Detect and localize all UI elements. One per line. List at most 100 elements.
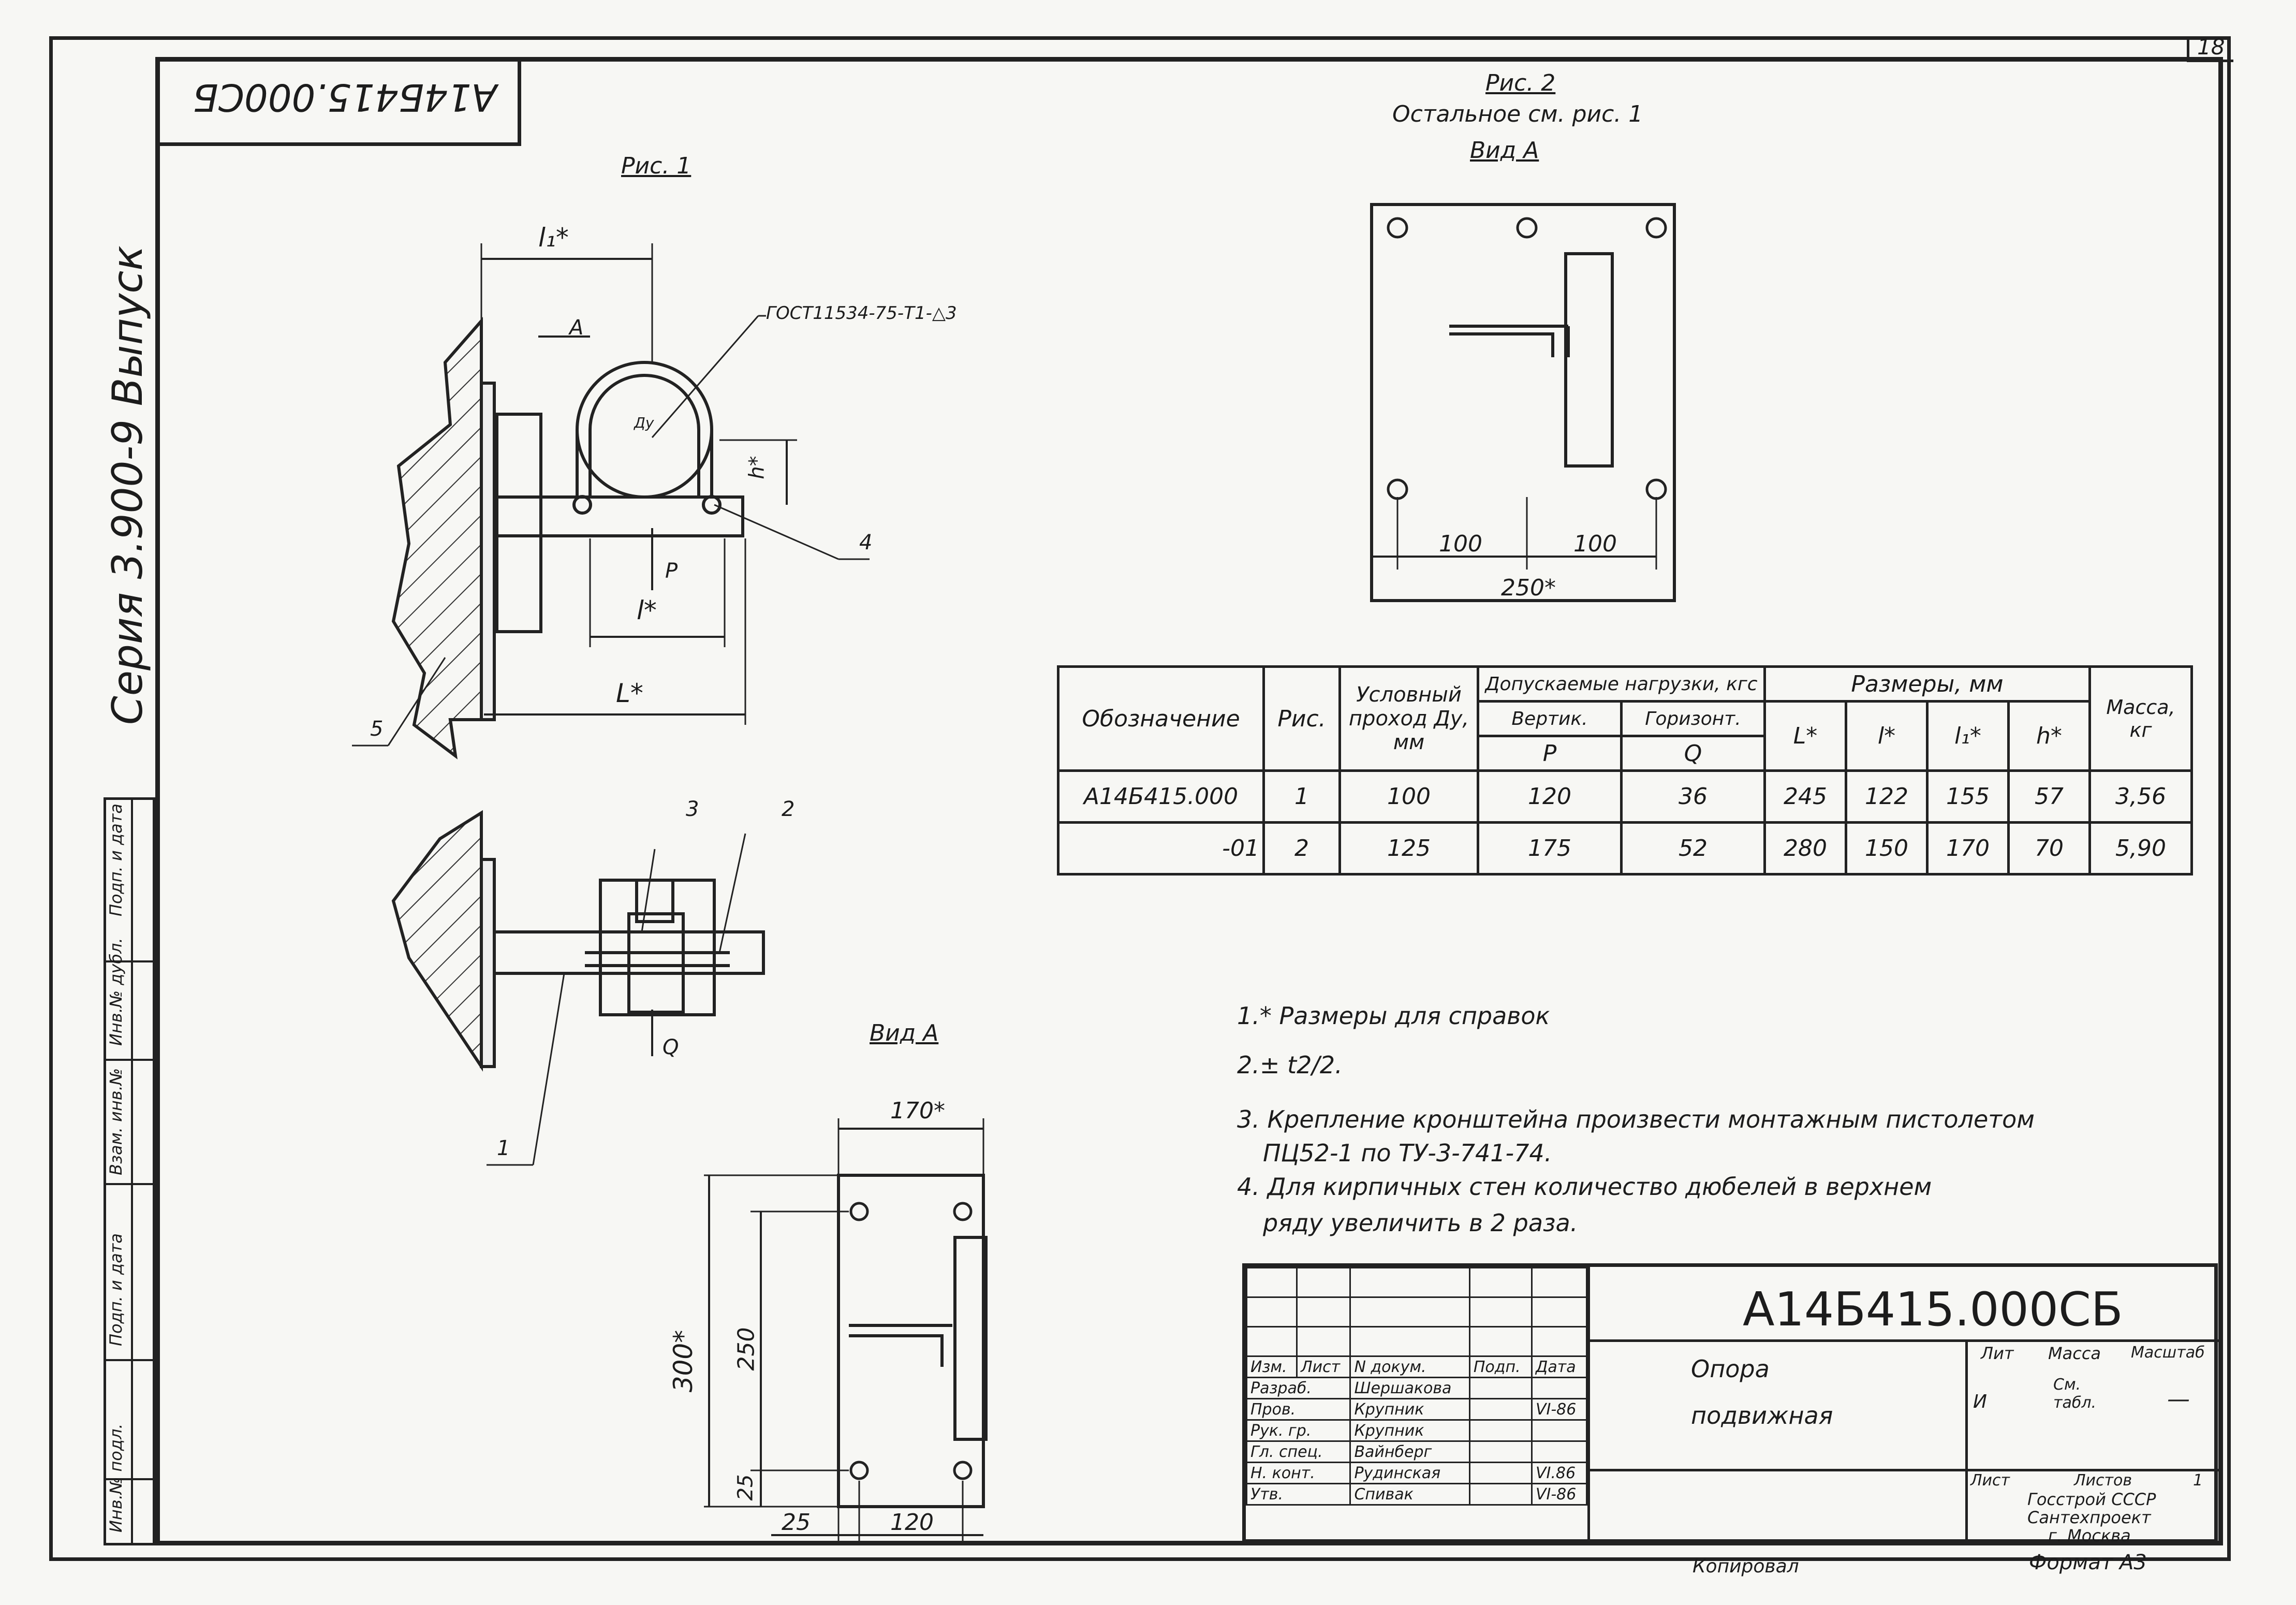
fig1-callout-3: 3 xyxy=(686,797,699,821)
th-h: h* xyxy=(2007,700,2091,772)
note-4b: рядy увеличить в 2 раза. xyxy=(1263,1209,1578,1237)
title-block-roles: Изм. Лист N докум. Подп. Дата Разраб.Шер… xyxy=(1245,1267,1588,1506)
tb-scale-value: — xyxy=(2167,1386,2190,1412)
note-1: 1.* Размеры для справок xyxy=(1237,1002,1550,1030)
th-nominal: Условный проход Ду, мм xyxy=(1338,665,1479,772)
cell-q: 36 xyxy=(1620,769,1766,824)
role-date xyxy=(1530,1419,1588,1442)
viewa-dim-width: 170* xyxy=(890,1098,945,1124)
col-doc: N докум. xyxy=(1349,1355,1470,1378)
fig1-callout-4: 4 xyxy=(859,531,873,555)
role-name: Рудинская xyxy=(1349,1462,1470,1484)
role-label: Пров. xyxy=(1245,1398,1351,1421)
side-stamp xyxy=(104,797,155,1545)
inner-frame xyxy=(155,57,2223,1545)
sheet-number-box xyxy=(2187,36,2233,62)
sheet-number: 18 xyxy=(2197,34,2225,60)
role-label: Гл. спец. xyxy=(1245,1440,1351,1463)
tb-lit-label: Лит xyxy=(1981,1344,2014,1363)
th-mass: Масса, кг xyxy=(2088,665,2193,772)
tb-divider-v xyxy=(1587,1267,1590,1539)
col-list: Лист xyxy=(1296,1355,1351,1378)
outer-frame xyxy=(49,36,2231,1561)
table-row: -01 2 125 175 52 280 150 170 70 5,90 xyxy=(1057,821,2193,876)
note-3: 3. Крепление кронштейна произвести монта… xyxy=(1237,1105,2035,1133)
role-date: VI-86 xyxy=(1530,1398,1588,1421)
cell-L: 245 xyxy=(1763,769,1847,824)
th-loads: Допускаемые нагрузки, кгс xyxy=(1477,665,1766,703)
footer-copied: Копировал xyxy=(1692,1556,1799,1577)
spec-table: Обозначение Рис. Условный проход Ду, мм … xyxy=(1057,665,2193,876)
th-q: Q xyxy=(1620,735,1766,772)
tb-name-2: подвижная xyxy=(1691,1402,1833,1429)
viewa-dim-25v: 25 xyxy=(733,1474,758,1501)
fig1-load-p: P xyxy=(665,559,678,583)
role-date xyxy=(1530,1377,1588,1399)
note-3b: ПЦ52-1 по ТУ-3-741-74. xyxy=(1263,1139,1552,1167)
tb-name-1: Опора xyxy=(1691,1355,1770,1383)
tb-divider-h2 xyxy=(1587,1469,2219,1471)
tb-scale-label: Масштаб xyxy=(2131,1344,2205,1362)
col-date: Дата xyxy=(1530,1355,1588,1378)
th-horiz: Горизонт. xyxy=(1620,700,1766,737)
viewa-dim-height: 300* xyxy=(668,1330,699,1393)
fig1-wall-hatch xyxy=(391,317,483,760)
tb-sheet-label: Лист xyxy=(1970,1471,2010,1490)
tb-org-1: Госстрой СССР xyxy=(2027,1490,2156,1509)
cell-designation: А14Б415.000 xyxy=(1057,769,1265,824)
tb-org-2: Сантехпроект xyxy=(2027,1508,2151,1527)
table-row: А14Б415.000 1 100 120 36 245 122 155 57 … xyxy=(1057,769,2193,824)
cell-p: 175 xyxy=(1477,821,1623,876)
fig1-callout-1: 1 xyxy=(497,1136,510,1160)
col-sign: Подп. xyxy=(1468,1355,1533,1378)
fig1-gost: ГОСТ11534-75-Т1-△3 xyxy=(766,303,957,324)
fig1-load-q: Q xyxy=(663,1035,679,1059)
cell-l: 122 xyxy=(1845,769,1929,824)
tb-lit-value: И xyxy=(1973,1391,1987,1412)
th-l1: l₁* xyxy=(1926,700,2010,772)
fig1-dim-h: h* xyxy=(745,456,769,479)
fig2-view-title: Вид А xyxy=(1470,137,1539,164)
role-date xyxy=(1530,1440,1588,1463)
role-date: VI-86 xyxy=(1530,1483,1588,1506)
cell-dy: 100 xyxy=(1338,769,1479,824)
role-name: Крупник xyxy=(1349,1419,1470,1442)
col-izm: Изм. xyxy=(1245,1355,1298,1378)
fig2-dim-b: 100 xyxy=(1573,531,1617,557)
tb-mass-label: Масса xyxy=(2048,1344,2101,1363)
role-label: Разраб. xyxy=(1245,1377,1351,1399)
cell-q: 52 xyxy=(1620,821,1766,876)
viewa-dim-25h: 25 xyxy=(782,1509,811,1536)
cell-h: 57 xyxy=(2007,769,2091,824)
role-name: Спивак xyxy=(1349,1483,1470,1506)
fig2-subtitle: Остальное см. рис. 1 xyxy=(1392,101,1643,127)
fig1-callout-2: 2 xyxy=(782,797,795,821)
th-designation: Обозначение xyxy=(1057,665,1265,772)
footer-format: Формат А3 xyxy=(2029,1551,2147,1574)
tb-sheets-value: 1 xyxy=(2193,1471,2203,1490)
role-label: Рук. гр. xyxy=(1245,1419,1351,1442)
th-l: l* xyxy=(1845,700,1929,772)
cell-p: 120 xyxy=(1477,769,1623,824)
note-2: 2.± t2/2. xyxy=(1237,1051,1343,1079)
role-name: Шершакова xyxy=(1349,1377,1470,1399)
tb-sheets-label: Листов xyxy=(2074,1471,2132,1490)
cell-mass: 3,56 xyxy=(2088,769,2193,824)
tb-divider-h1 xyxy=(1587,1339,2219,1342)
viewa-title: Вид А xyxy=(870,1020,939,1046)
cell-fig: 2 xyxy=(1262,821,1341,876)
note-4: 4. Для кирпичных стен количество дюбелей… xyxy=(1237,1173,1932,1201)
role-label: Утв. xyxy=(1245,1483,1351,1506)
tb-mass-value: См. табл. xyxy=(2053,1376,2097,1412)
cell-l1: 170 xyxy=(1926,821,2010,876)
role-label: Н. конт. xyxy=(1245,1462,1351,1484)
role-name: Крупник xyxy=(1349,1398,1470,1421)
cell-mass: 5,90 xyxy=(2088,821,2193,876)
cell-h: 70 xyxy=(2007,821,2091,876)
cell-l1: 155 xyxy=(1926,769,2010,824)
fig1-dim-dy: Ду xyxy=(634,414,654,431)
viewa-dim-120: 120 xyxy=(890,1509,934,1536)
cell-l: 150 xyxy=(1845,821,1929,876)
fig1-dim-L: L* xyxy=(616,678,643,708)
